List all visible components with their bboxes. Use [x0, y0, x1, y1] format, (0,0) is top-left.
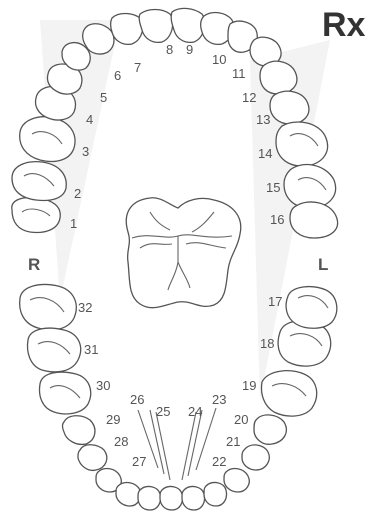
tooth-28[interactable] — [78, 445, 107, 471]
tooth-number: 20 — [234, 412, 248, 427]
tooth-number: 17 — [268, 294, 282, 309]
tooth-number: 26 — [130, 392, 144, 407]
tooth-30[interactable] — [40, 372, 91, 414]
tooth-1[interactable] — [12, 198, 60, 233]
tooth-19[interactable] — [254, 415, 286, 444]
tooth-number: 29 — [106, 412, 120, 427]
tooth-number: 28 — [114, 434, 128, 449]
tooth-number: 7 — [134, 60, 141, 75]
lower-numbers: 17 18 19 20 21 22 23 24 25 26 27 28 29 3… — [78, 294, 282, 469]
tooth-22[interactable] — [204, 483, 227, 506]
tooth-2[interactable] — [12, 162, 66, 201]
tooth-23[interactable] — [182, 487, 205, 510]
tooth-25[interactable] — [138, 487, 161, 510]
tooth-number: 21 — [226, 434, 240, 449]
tooth-number: 15 — [266, 180, 280, 195]
right-side-label: R — [28, 255, 40, 274]
tooth-21[interactable] — [224, 469, 249, 492]
tooth-number: 19 — [242, 378, 256, 393]
tooth-number: 13 — [256, 112, 270, 127]
tooth-18-lower[interactable] — [262, 371, 317, 416]
tooth-number: 5 — [100, 90, 107, 105]
tooth-number: 9 — [186, 42, 193, 57]
tooth-number: 18 — [260, 336, 274, 351]
tooth-10[interactable] — [171, 8, 205, 42]
tooth-15[interactable] — [270, 91, 309, 124]
tooth-16-lower[interactable] — [286, 287, 337, 329]
tooth-number: 8 — [166, 42, 173, 57]
tooth-18[interactable] — [290, 202, 338, 238]
tooth-24[interactable] — [160, 487, 183, 510]
tooth-number: 31 — [84, 342, 98, 357]
tooth-number: 25 — [156, 404, 170, 419]
tooth-14[interactable] — [260, 61, 297, 94]
tooth-number: 12 — [242, 90, 256, 105]
lower-guide-lines — [138, 408, 216, 480]
rx-label: Rx — [322, 6, 366, 44]
tooth-16[interactable] — [276, 122, 328, 166]
tooth-9[interactable] — [139, 10, 173, 43]
tooth-number: 2 — [74, 186, 81, 201]
tooth-number: 10 — [212, 52, 226, 67]
tooth-number: 27 — [132, 454, 146, 469]
tooth-number: 11 — [232, 66, 246, 81]
tooth-31[interactable] — [28, 328, 81, 372]
tooth-number: 23 — [212, 392, 226, 407]
tooth-number: 1 — [70, 216, 77, 231]
tooth-32[interactable] — [20, 285, 77, 330]
lower-arch — [20, 285, 337, 511]
tooth-29[interactable] — [63, 416, 95, 445]
tooth-number: 30 — [96, 378, 110, 393]
tooth-3[interactable] — [20, 117, 75, 162]
tooth-number: 24 — [188, 404, 202, 419]
tooth-number: 4 — [86, 112, 93, 127]
tooth-number: 6 — [114, 68, 121, 83]
left-side-label: L — [318, 255, 328, 274]
tooth-number: 3 — [82, 144, 89, 159]
tooth-number: 16 — [270, 212, 284, 227]
tooth-number: 22 — [212, 454, 226, 469]
tooth-20[interactable] — [242, 445, 269, 470]
tooth-26[interactable] — [116, 483, 141, 506]
tooth-number: 14 — [258, 146, 272, 161]
tooth-number: 32 — [78, 300, 92, 315]
molar-illustration — [126, 198, 241, 308]
